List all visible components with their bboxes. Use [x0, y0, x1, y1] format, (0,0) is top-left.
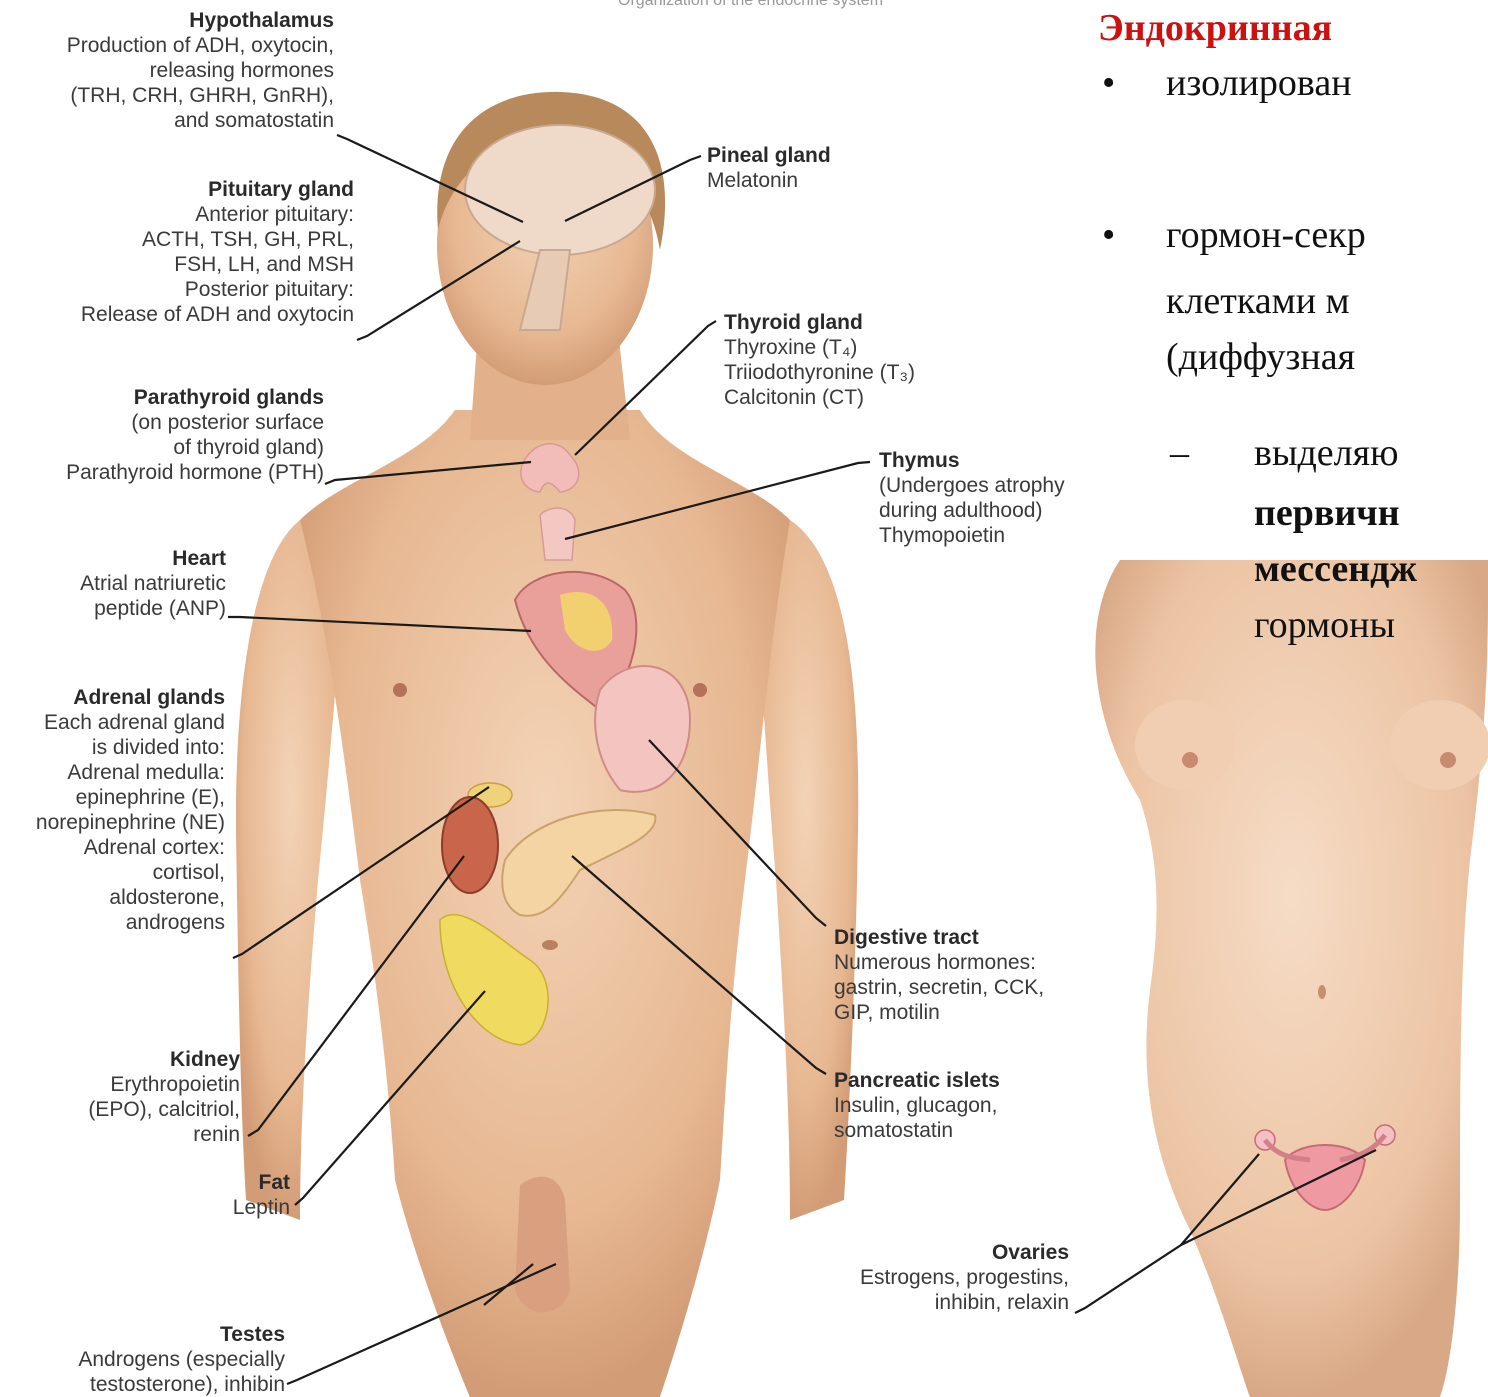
- female-figure: [1095, 560, 1488, 1397]
- label-testes-title: Testes: [78, 1322, 285, 1347]
- bullet-1-line-1: изолирован: [1112, 58, 1352, 108]
- figure-caption: Organization of the endocrine system: [618, 0, 883, 10]
- label-hypothalamus-text: Production of ADH, oxytocin, releasing h…: [67, 33, 334, 133]
- bullet-2-marker: •: [1102, 210, 1115, 260]
- label-pituitary-text: Anterior pituitary: ACTH, TSH, GH, PRL, …: [81, 202, 354, 327]
- bullet-1-marker: •: [1102, 58, 1115, 108]
- sub-bullet: – выделяю первичн мессендж гормоны: [1180, 428, 1417, 650]
- label-fat-text: Leptin: [233, 1195, 290, 1220]
- label-adrenal-title: Adrenal glands: [36, 685, 225, 710]
- female-nipple-right: [1440, 752, 1456, 768]
- label-ovaries: Ovaries Estrogens, progestins, inhibin, …: [860, 1240, 1069, 1315]
- female-breast-right: [1390, 700, 1488, 790]
- female-breast-left: [1135, 700, 1235, 790]
- label-parathyroid: Parathyroid glands (on posterior surface…: [66, 385, 324, 485]
- male-nipple-right: [693, 683, 707, 697]
- label-fat-title: Fat: [233, 1170, 290, 1195]
- male-genitals: [515, 1177, 570, 1313]
- male-nipple-left: [393, 683, 407, 697]
- label-pineal: Pineal gland Melatonin: [707, 143, 831, 193]
- female-body: [1095, 560, 1488, 1397]
- sub-bullet-line-1: выделяю: [1180, 428, 1417, 478]
- label-thymus-text: (Undergoes atrophy during adulthood) Thy…: [879, 473, 1065, 548]
- label-thyroid: Thyroid gland Thyroxine (T₄) Triiodothyr…: [724, 310, 915, 410]
- label-pancreas-text: Insulin, glucagon, somatostatin: [834, 1093, 1000, 1143]
- label-adrenal-text: Each adrenal gland is divided into: Adre…: [36, 710, 225, 935]
- label-digestive: Digestive tract Numerous hormones: gastr…: [834, 925, 1044, 1025]
- bullet-1: • изолирован: [1112, 58, 1352, 108]
- female-nipple-left: [1182, 752, 1198, 768]
- label-pancreas-title: Pancreatic islets: [834, 1068, 1000, 1093]
- sub-bullet-line-2: первичн: [1180, 488, 1417, 538]
- bullet-2-line-3: (диффузная: [1112, 332, 1366, 382]
- label-heart-text: Atrial natriuretic peptide (ANP): [80, 571, 226, 621]
- label-ovaries-title: Ovaries: [860, 1240, 1069, 1265]
- label-thyroid-title: Thyroid gland: [724, 310, 915, 335]
- label-hypothalamus-title: Hypothalamus: [67, 8, 334, 33]
- label-thymus: Thymus (Undergoes atrophy during adultho…: [879, 448, 1065, 548]
- label-heart-title: Heart: [80, 546, 226, 571]
- label-digestive-title: Digestive tract: [834, 925, 1044, 950]
- label-heart: Heart Atrial natriuretic peptide (ANP): [80, 546, 226, 621]
- label-pituitary-title: Pituitary gland: [81, 177, 354, 202]
- label-kidney-title: Kidney: [88, 1047, 240, 1072]
- label-thymus-title: Thymus: [879, 448, 1065, 473]
- bullet-2-line-2: клетками м: [1112, 276, 1366, 326]
- label-pineal-title: Pineal gland: [707, 143, 831, 168]
- bullet-2: • гормон-секр клетками м (диффузная: [1112, 210, 1366, 382]
- thymus-organ: [540, 508, 575, 560]
- sub-bullet-line-4: гормоны: [1180, 600, 1417, 650]
- kidney-organ: [442, 797, 498, 893]
- label-parathyroid-text: (on posterior surface of thyroid gland) …: [66, 410, 324, 485]
- label-pineal-text: Melatonin: [707, 168, 831, 193]
- bullet-2-line-1: гормон-секр: [1112, 210, 1366, 260]
- label-kidney-text: Erythropoietin (EPO), calcitriol, renin: [88, 1072, 240, 1147]
- label-thyroid-text: Thyroxine (T₄) Triiodothyronine (T₃) Cal…: [724, 335, 915, 410]
- male-navel: [542, 940, 558, 950]
- slide-title: Эндокринная: [1098, 6, 1332, 50]
- label-pancreas: Pancreatic islets Insulin, glucagon, som…: [834, 1068, 1000, 1143]
- label-pituitary: Pituitary gland Anterior pituitary: ACTH…: [81, 177, 354, 327]
- label-fat: Fat Leptin: [233, 1170, 290, 1220]
- label-ovaries-text: Estrogens, progestins, inhibin, relaxin: [860, 1265, 1069, 1315]
- label-testes-text: Androgens (especially testosterone), inh…: [78, 1347, 285, 1397]
- label-testes: Testes Androgens (especially testosteron…: [78, 1322, 285, 1397]
- sub-bullet-line-3: мессендж: [1180, 544, 1417, 594]
- label-adrenal: Adrenal glands Each adrenal gland is div…: [36, 685, 225, 935]
- label-hypothalamus: Hypothalamus Production of ADH, oxytocin…: [67, 8, 334, 133]
- label-parathyroid-title: Parathyroid glands: [66, 385, 324, 410]
- label-kidney: Kidney Erythropoietin (EPO), calcitriol,…: [88, 1047, 240, 1147]
- label-digestive-text: Numerous hormones: gastrin, secretin, CC…: [834, 950, 1044, 1025]
- female-navel: [1318, 985, 1326, 999]
- sub-bullet-marker: –: [1170, 428, 1189, 478]
